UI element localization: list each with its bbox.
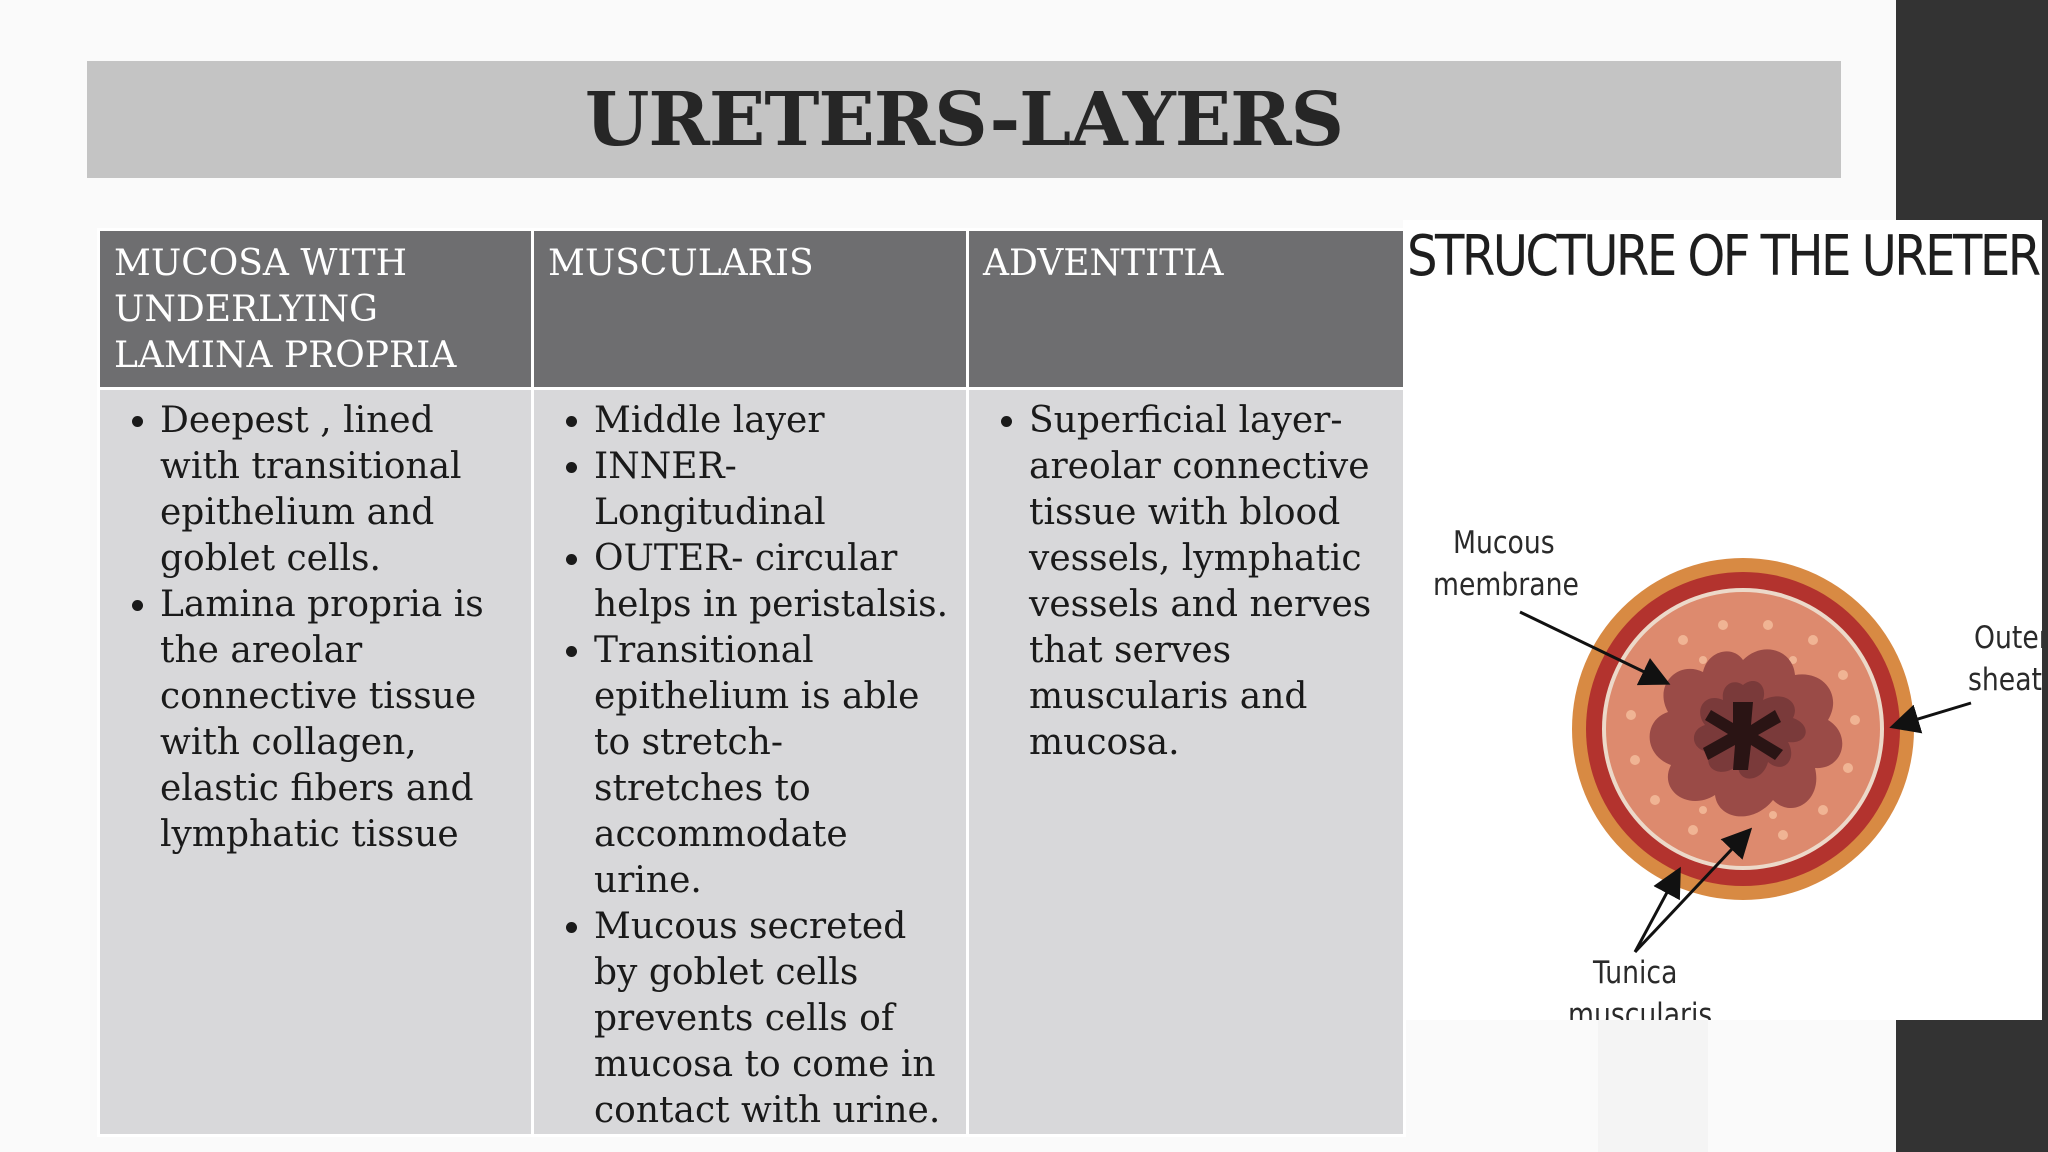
table-body-row: Deepest , lined with transitional epithe…	[97, 387, 1406, 1137]
outer-label-line1: Outer	[1974, 620, 2042, 656]
list-item: Deepest , lined with transitional epithe…	[160, 398, 521, 582]
outer-label-line2: sheath	[1968, 662, 2042, 698]
list-item: Mucous secreted by goblet cells prevents…	[594, 904, 956, 1134]
list-item: Superficial layer- areolar connective ti…	[1029, 398, 1393, 766]
list-item: OUTER- circular helps in peristalsis.	[594, 536, 956, 628]
muscularis-cell: Middle layer INNER- Longitudinal OUTER- …	[531, 387, 969, 1137]
lumen-core	[1703, 702, 1783, 770]
tunica-arrow-1	[1633, 866, 1681, 953]
adventitia-bullet-list: Superficial layer- areolar connective ti…	[979, 398, 1393, 766]
muscularis-bullet-list: Middle layer INNER- Longitudinal OUTER- …	[544, 398, 956, 1134]
ureter-cross-section-illustration	[1519, 558, 1972, 954]
mucous-label-line2: membrane	[1433, 567, 1579, 603]
mucosa-cell: Deepest , lined with transitional epithe…	[97, 387, 534, 1137]
layers-table: MUCOSA WITH UNDERLYING LAMINA PROPRIA MU…	[97, 228, 1406, 1137]
mucosa-bullet-list: Deepest , lined with transitional epithe…	[110, 398, 521, 858]
slide-title: URETERS-LAYERS	[584, 76, 1344, 163]
ureter-diagram: STRUCTURE OF THE URETER Mucous membrane	[1403, 220, 2042, 1020]
mucous-membrane-arrow	[1519, 610, 1671, 686]
column-header-muscularis: MUSCULARIS	[531, 228, 969, 390]
list-item: INNER- Longitudinal	[594, 444, 956, 536]
outer-sheath-arrow	[1889, 701, 1972, 734]
column-header-adventitia: ADVENTITIA	[966, 228, 1406, 390]
mucous-label-line1: Mucous	[1453, 525, 1555, 561]
tunica-label-line1: Tunica	[1593, 955, 1678, 991]
image-bottom-strip	[1598, 1020, 1708, 1152]
tunica-label-line2: muscularis	[1568, 997, 1713, 1020]
list-item: Transitional epithelium is able to stret…	[594, 628, 956, 904]
column-header-mucosa: MUCOSA WITH UNDERLYING LAMINA PROPRIA	[97, 228, 534, 390]
list-item: Middle layer	[594, 398, 956, 444]
title-band: URETERS-LAYERS	[87, 61, 1841, 178]
diagram-title: STRUCTURE OF THE URETER	[1407, 224, 2041, 289]
tunica-arrow-2	[1633, 827, 1753, 954]
adventitia-cell: Superficial layer- areolar connective ti…	[966, 387, 1406, 1137]
list-item: Lamina propria is the areolar connective…	[160, 582, 521, 858]
table-header-row: MUCOSA WITH UNDERLYING LAMINA PROPRIA MU…	[97, 228, 1406, 390]
